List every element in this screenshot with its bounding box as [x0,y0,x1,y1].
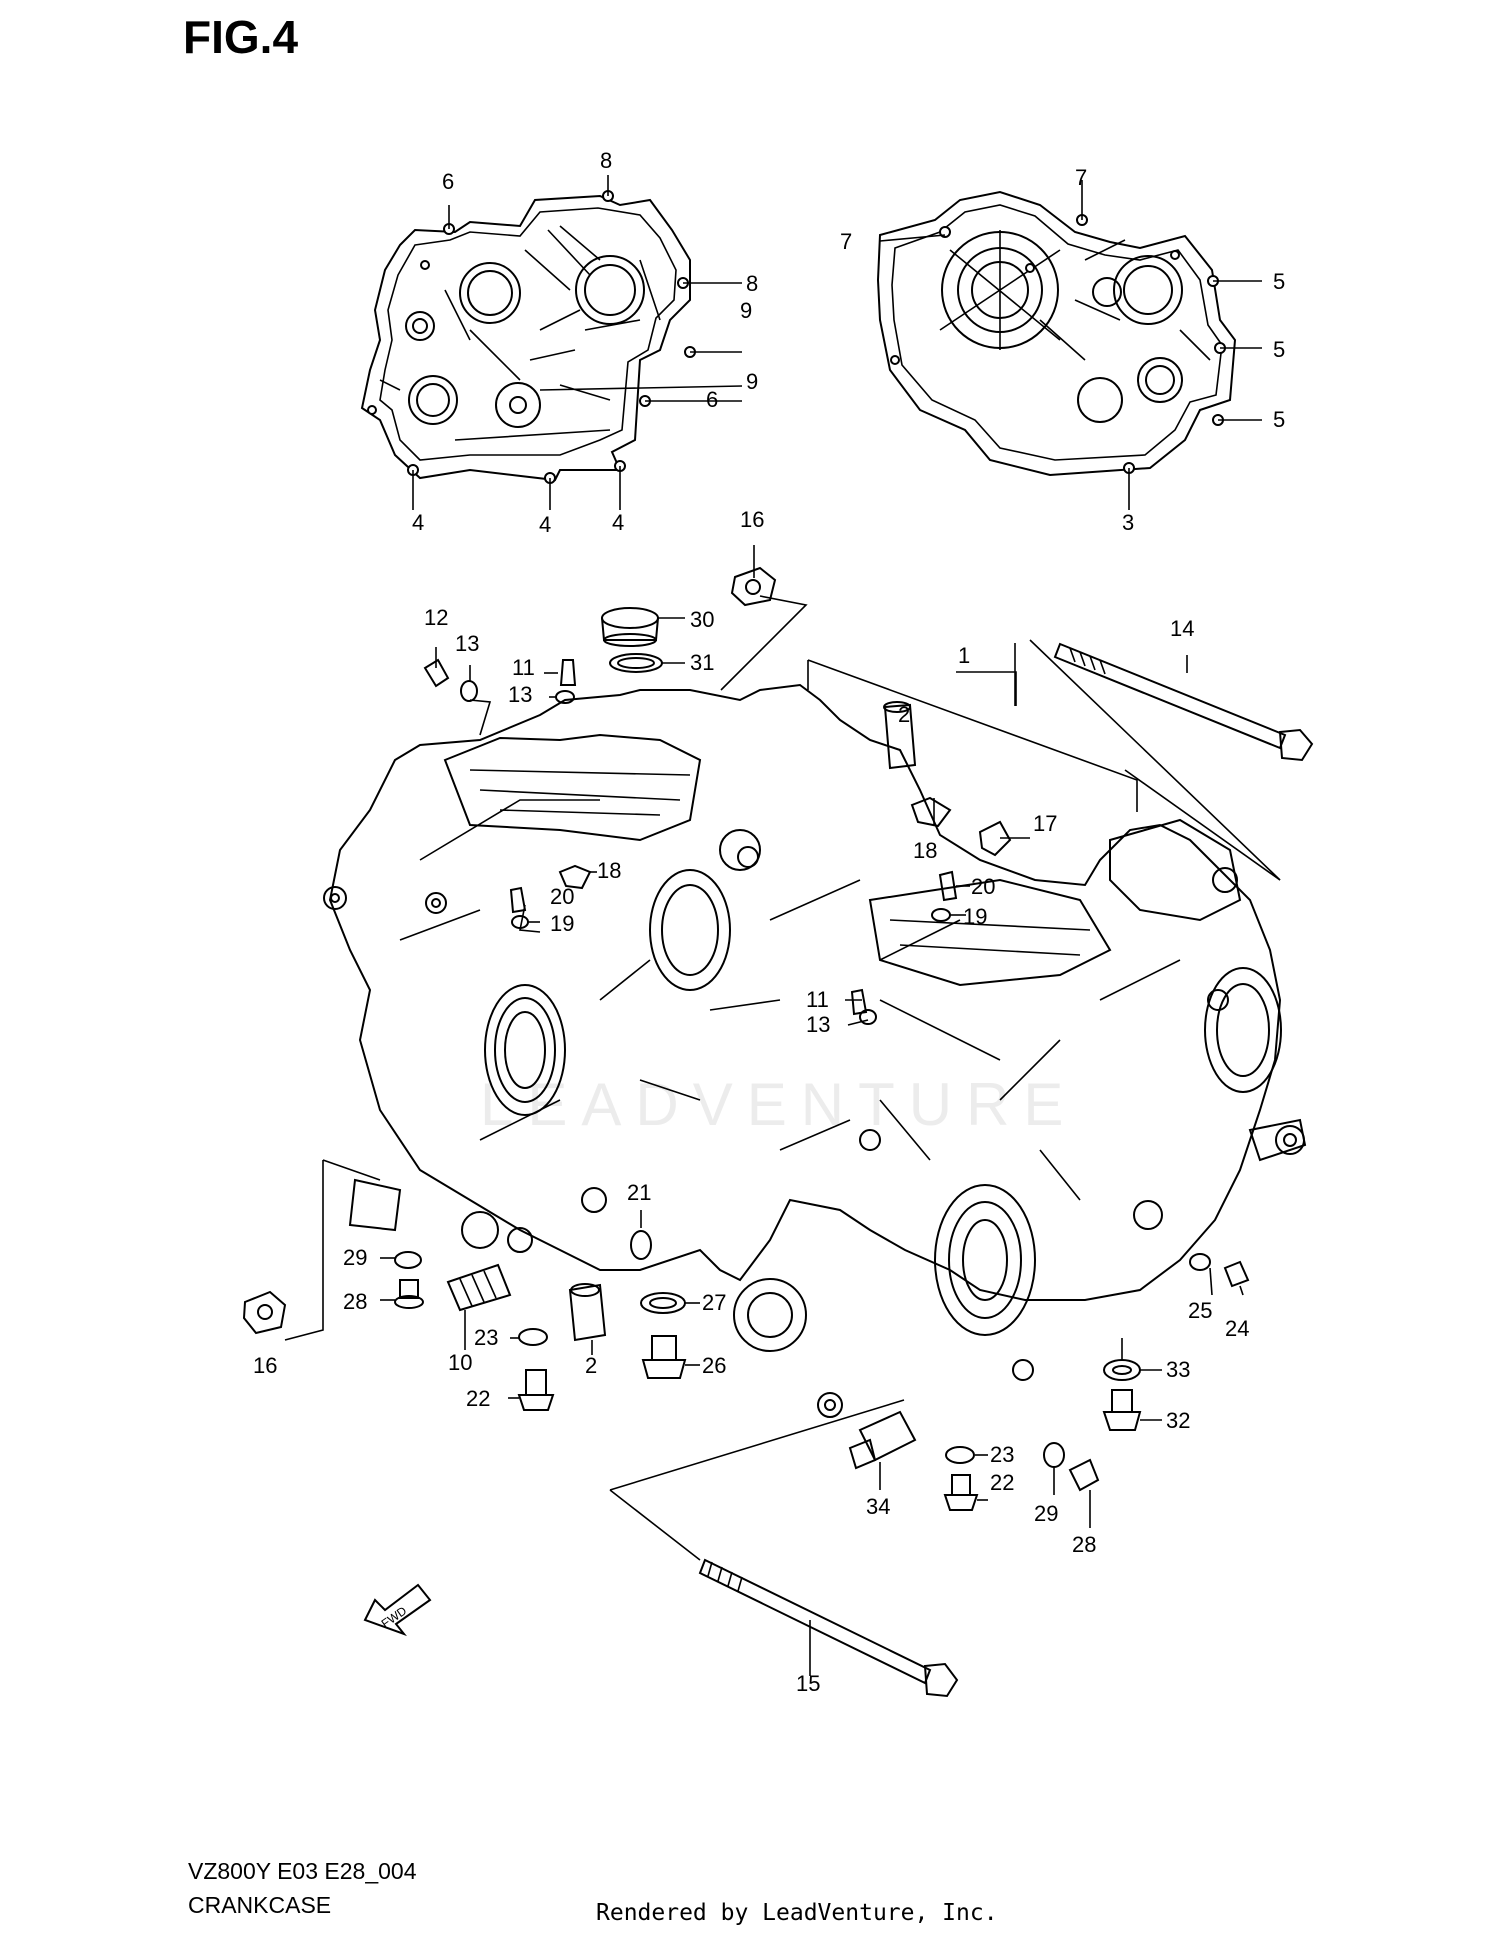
callout-20: 20 [971,874,995,899]
callout-1: 1 [958,643,970,668]
callout-31: 31 [690,650,714,675]
callout-2: 2 [585,1353,597,1378]
crankcase-half-left-view [360,190,696,484]
callout-18: 18 [913,838,937,863]
callout-13: 13 [508,682,532,707]
callout-8: 8 [600,148,612,173]
callout-4: 4 [539,512,551,537]
main-crankcase-assembly [323,683,1307,1418]
callout-9: 9 [740,298,752,323]
callout-33: 33 [1166,1357,1190,1382]
callout-20: 20 [550,884,574,909]
callout-16: 16 [740,507,764,532]
callout-4: 4 [612,510,624,535]
watermark: LEADVENTURE [480,1071,1078,1138]
callout-22: 22 [466,1386,490,1411]
callout-28: 28 [1072,1532,1096,1557]
callout-13: 13 [806,1012,830,1037]
callout-19: 19 [963,904,987,929]
callout-6: 6 [706,387,718,412]
callout-27: 27 [702,1290,726,1315]
model-code: VZ800Y E03 E28_004 [188,1858,417,1884]
callout-34: 34 [866,1494,890,1519]
callout-7: 7 [1075,165,1087,190]
callout-3: 3 [1122,510,1134,535]
figure-title: FIG.4 [183,11,299,63]
callout-6: 6 [442,169,454,194]
callout-30: 30 [690,607,714,632]
section-name: CRANKCASE [188,1892,332,1918]
rendered-by-credit: Rendered by LeadVenture, Inc. [596,1900,998,1926]
callout-5: 5 [1273,269,1285,294]
callout-5: 5 [1273,337,1285,362]
callout-29: 29 [343,1245,367,1270]
callout-26: 26 [702,1353,726,1378]
callout-32: 32 [1166,1408,1190,1433]
callout-8: 8 [746,271,758,296]
callout-7: 7 [840,229,852,254]
callout-4: 4 [412,510,424,535]
callout-14: 14 [1170,616,1194,641]
callout-12: 12 [424,605,448,630]
callout-10: 10 [448,1350,472,1375]
callout-11: 11 [806,987,829,1012]
callout-2: 2 [898,702,910,727]
callout-28: 28 [343,1289,367,1314]
callout-29: 29 [1034,1501,1058,1526]
callout-9: 9 [746,369,758,394]
callout-23: 23 [474,1325,498,1350]
callout-17: 17 [1033,811,1057,836]
callout-19: 19 [550,911,574,936]
callout-24: 24 [1225,1316,1249,1341]
small-parts: FWD [242,566,1314,1698]
callout-13: 13 [455,631,479,656]
callout-23: 23 [990,1442,1014,1467]
callout-11: 11 [512,655,535,680]
crankcase-half-right-view [876,190,1237,477]
callout-18: 18 [597,858,621,883]
callout-16: 16 [253,1353,277,1378]
callout-5: 5 [1273,407,1285,432]
callout-25: 25 [1188,1298,1212,1323]
callout-22: 22 [990,1470,1014,1495]
callout-15: 15 [796,1671,820,1696]
callout-labels: 1 2 2 3 4 4 4 5 5 5 6 6 7 7 8 8 9 9 10 1… [253,148,1285,1696]
callout-21: 21 [627,1180,651,1205]
leader-lines [284,175,1281,1676]
